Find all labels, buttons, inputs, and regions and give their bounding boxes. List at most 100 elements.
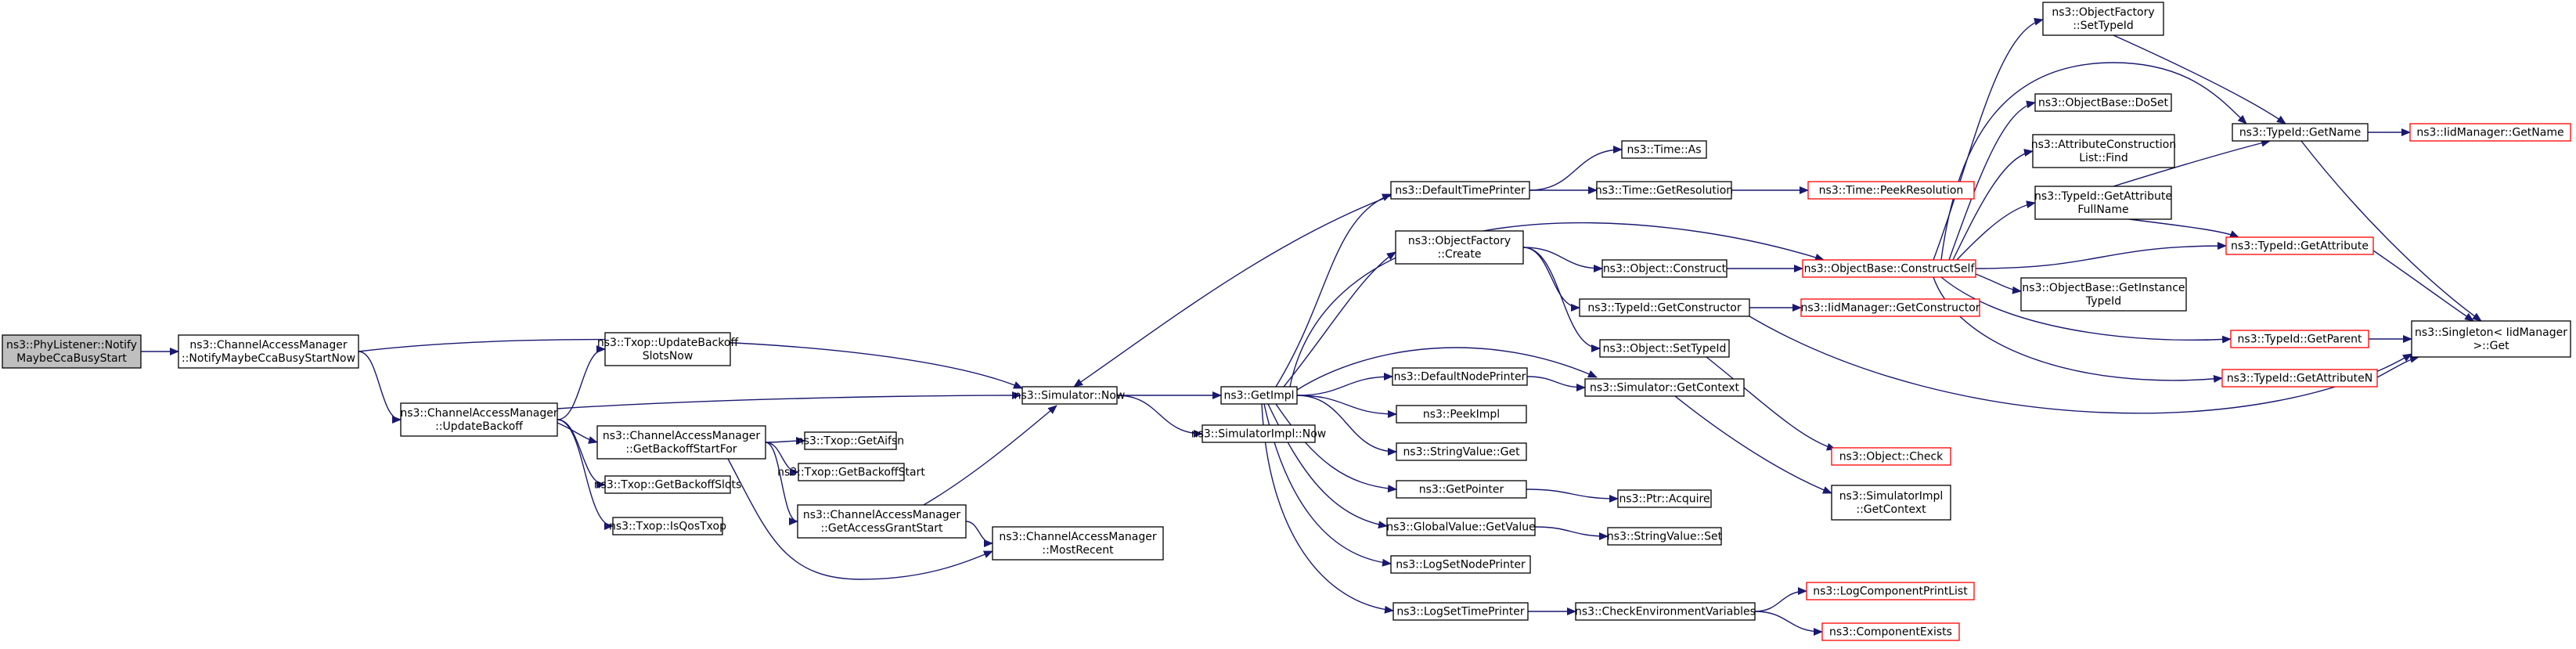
- node-simimpl_getctx[interactable]: ns3::SimulatorImpl::GetContext: [1831, 485, 1951, 521]
- node-box: [1386, 517, 1536, 536]
- node-label: ns3::IidManager::GetConstructor: [1800, 302, 1980, 315]
- node-label: SlotsNow: [643, 350, 694, 362]
- node-logsettime[interactable]: ns3::LogSetTimePrinter: [1392, 602, 1529, 621]
- node-iid_getctor[interactable]: ns3::IidManager::GetConstructor: [1800, 298, 1980, 317]
- edge-cam_grant-to-cam_recent: [965, 521, 993, 547]
- node-strval_set[interactable]: ns3::StringValue::Set: [1607, 527, 1723, 546]
- node-sim_now[interactable]: ns3::Simulator::Now: [1014, 386, 1126, 405]
- node-cam_notify[interactable]: ns3::ChannelAccessManager::NotifyMaybeCc…: [178, 334, 359, 369]
- node-txop_bstart[interactable]: ns3::Txop::GetBackoffStart: [777, 463, 925, 481]
- node-simimpl_now[interactable]: ns3::SimulatorImpl::Now: [1191, 424, 1327, 443]
- node-box: [2225, 236, 2374, 255]
- node-time_as[interactable]: ns3::Time::As: [1621, 140, 1707, 159]
- node-label: ::GetContext: [1856, 503, 1926, 516]
- node-label: ns3::ObjectBase::DoSet: [2038, 97, 2168, 110]
- edge-globval-to-strval_set: [1534, 526, 1609, 540]
- node-box: [1617, 489, 1712, 508]
- node-box: [2020, 277, 2187, 312]
- node-label: ns3::DefaultNodePrinter: [1394, 371, 1526, 384]
- node-label: ::GetBackoffStartFor: [625, 443, 737, 456]
- node-singleton_get[interactable]: ns3::Singleton< IidManager >::Get: [2411, 320, 2571, 358]
- node-objbase_doset[interactable]: ns3::ObjectBase::DoSet: [2034, 93, 2172, 112]
- node-label: ns3::PhyListener::Notify: [6, 339, 137, 352]
- node-box: [1392, 367, 1528, 386]
- node-box: [797, 504, 967, 539]
- node-obj_settid[interactable]: ns3::Object::SetTypeId: [1599, 339, 1730, 358]
- node-box: [1396, 442, 1527, 461]
- node-label: ns3::IidManager::GetName: [2416, 127, 2563, 139]
- node-strval_get[interactable]: ns3::StringValue::Get: [1396, 442, 1527, 461]
- edges: [141, 17, 2482, 636]
- node-box: [1806, 582, 1975, 600]
- node-getpointer[interactable]: ns3::GetPointer: [1396, 480, 1527, 499]
- edge-getpointer-to-ptr_acquire: [1526, 489, 1619, 503]
- node-ptr_acquire[interactable]: ns3::Ptr::Acquire: [1617, 489, 1712, 508]
- edge-tid_getattr-to-singleton_get: [2372, 250, 2474, 322]
- node-label: ns3::AttributeConstruction: [2031, 139, 2176, 151]
- node-tid_getattr[interactable]: ns3::TypeId::GetAttribute: [2225, 236, 2374, 255]
- node-tid_getname[interactable]: ns3::TypeId::GetName: [2232, 123, 2369, 142]
- node-box: [2411, 320, 2571, 358]
- node-box: [400, 402, 558, 437]
- node-globval[interactable]: ns3::GlobalValue::GetValue: [1386, 517, 1536, 536]
- edge-cam_gbsf-to-cam_recent: [727, 458, 993, 580]
- node-objfac_settid[interactable]: ns3::ObjectFactory::SetTypeId: [2042, 2, 2164, 36]
- node-box: [1390, 555, 1531, 574]
- node-box: [596, 425, 766, 460]
- node-peekimpl[interactable]: ns3::PeekImpl: [1396, 405, 1527, 424]
- node-logsetnode[interactable]: ns3::LogSetNodePrinter: [1390, 555, 1531, 574]
- node-txop_slots[interactable]: ns3::Txop::GetBackoffSlots: [594, 475, 742, 494]
- node-box: [1396, 405, 1527, 424]
- node-box: [992, 526, 1164, 561]
- node-obj_check[interactable]: ns3::Object::Check: [1831, 447, 1951, 466]
- edge-tid_getattrn-to-singleton_get: [2376, 355, 2419, 378]
- node-objbase_cs[interactable]: ns3::ObjectBase::ConstructSelf: [1802, 259, 1976, 278]
- node-txop_qos[interactable]: ns3::Txop::IsQosTxop: [609, 517, 726, 535]
- node-label: List::Find: [2079, 152, 2128, 164]
- edge-objbase_cs-to-tid_getattrfn: [1956, 200, 2036, 261]
- node-box: [604, 475, 731, 494]
- node-checkenv[interactable]: ns3::CheckEnvironmentVariables: [1575, 602, 1756, 621]
- node-tid_getattrn[interactable]: ns3::TypeId::GetAttributeN: [2221, 369, 2378, 388]
- node-label: ns3::LogComponentPrintList: [1813, 586, 1968, 598]
- node-objfac_create[interactable]: ns3::ObjectFactory::Create: [1395, 230, 1524, 265]
- node-label: ns3::ChannelAccessManager: [400, 407, 558, 420]
- node-cam_grant[interactable]: ns3::ChannelAccessManager::GetAccessGran…: [797, 504, 967, 539]
- node-label: ::MostRecent: [1042, 544, 1114, 557]
- node-deftime[interactable]: ns3::DefaultTimePrinter: [1390, 181, 1530, 200]
- edge-getimpl-to-objfac_create: [1283, 251, 1396, 388]
- node-time_peekres[interactable]: ns3::Time::PeekResolution: [1807, 181, 1975, 200]
- node-getimpl[interactable]: ns3::GetImpl: [1220, 386, 1298, 405]
- node-cam_update[interactable]: ns3::ChannelAccessManager::UpdateBackoff: [400, 402, 558, 437]
- node-tid_getparent[interactable]: ns3::TypeId::GetParent: [2230, 330, 2369, 348]
- node-box: [1396, 480, 1527, 499]
- node-txop_aifsn[interactable]: ns3::Txop::GetAifsn: [797, 431, 904, 450]
- node-box: [1575, 602, 1756, 621]
- node-label: ns3::ObjectBase::GetInstance: [2022, 282, 2185, 294]
- edge-getimpl-to-peekimpl: [1296, 395, 1397, 418]
- node-label: ns3::GlobalValue::GetValue: [1386, 521, 1535, 534]
- node-box: [604, 332, 731, 366]
- node-time_getres[interactable]: ns3::Time::GetResolution: [1595, 181, 1733, 200]
- node-compexists[interactable]: ns3::ComponentExists: [1821, 622, 1960, 641]
- node-defnode[interactable]: ns3::DefaultNodePrinter: [1392, 367, 1528, 386]
- edge-obj_settid-to-obj_check: [1706, 356, 1836, 451]
- edge-tid_getattrfn-to-tid_getattr: [2128, 218, 2239, 238]
- node-tid_getctor[interactable]: ns3::TypeId::GetConstructor: [1579, 298, 1750, 317]
- node-cam_recent[interactable]: ns3::ChannelAccessManager::MostRecent: [992, 526, 1164, 561]
- node-sim_getctx[interactable]: ns3::Simulator::GetContext: [1584, 378, 1745, 397]
- node-box: [2230, 330, 2369, 348]
- node-box: [2, 334, 142, 369]
- node-logcompprint[interactable]: ns3::LogComponentPrintList: [1806, 582, 1975, 600]
- node-label: ns3::TypeId::GetParent: [2238, 334, 2362, 346]
- node-iid_getname[interactable]: ns3::IidManager::GetName: [2409, 123, 2571, 142]
- edge-cam_gbsf-to-cam_grant: [765, 442, 798, 525]
- node-cam_gbsf[interactable]: ns3::ChannelAccessManager::GetBackoffSta…: [596, 425, 766, 460]
- node-box: [2034, 186, 2172, 220]
- node-obj_construct[interactable]: ns3::Object::Construct: [1601, 259, 1728, 278]
- node-root[interactable]: ns3::PhyListener::NotifyMaybeCcaBusyStar…: [2, 334, 142, 369]
